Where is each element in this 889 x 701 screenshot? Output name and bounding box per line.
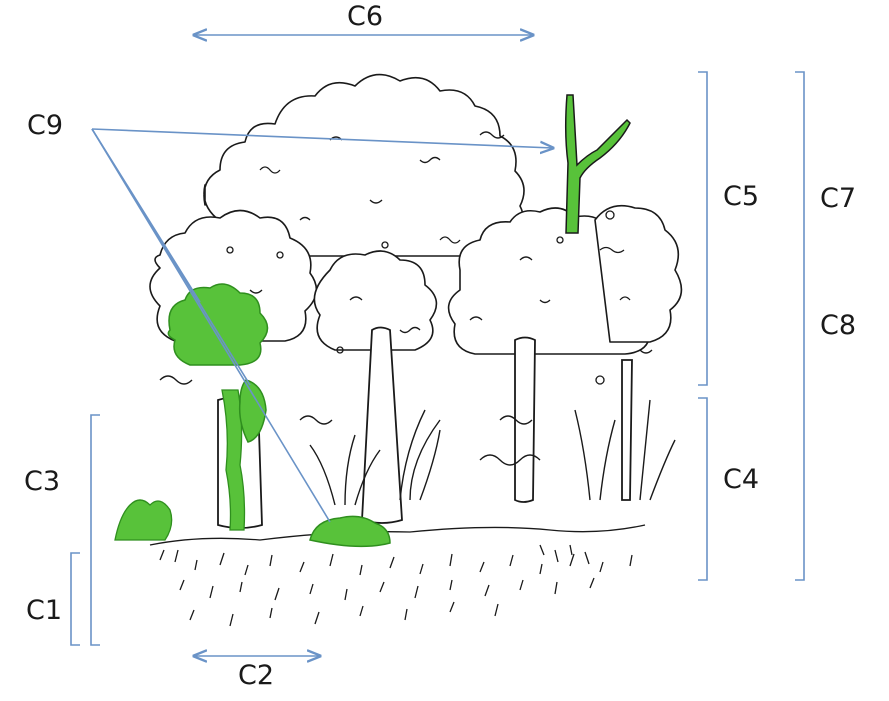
ground-layer	[149, 524, 646, 627]
label-c8: C8	[820, 310, 857, 341]
far-right-trunk	[621, 359, 633, 501]
c7-c8-bracket	[795, 71, 805, 581]
c5-bracket	[698, 71, 708, 386]
highlighted-elements	[114, 94, 631, 548]
canopy-layer	[149, 73, 683, 355]
annotations	[70, 35, 805, 656]
label-c9: C9	[27, 110, 64, 141]
label-c2: C2	[238, 660, 275, 691]
label-c5: C5	[723, 181, 760, 212]
label-c6: C6	[347, 1, 384, 32]
climbing-liana	[221, 389, 246, 531]
c1-bracket	[70, 552, 80, 646]
c9-pointer-snag	[91, 128, 553, 148]
epiphyte-cluster	[167, 283, 269, 366]
label-c1: C1	[26, 595, 63, 626]
label-c3: C3	[24, 466, 61, 497]
c9-pointer-moss	[91, 128, 331, 523]
trunk-epiphyte	[238, 379, 267, 443]
far-right-crown	[594, 204, 683, 343]
c4-bracket	[698, 397, 708, 581]
dead-snag	[564, 94, 631, 234]
c3-bracket	[90, 414, 100, 646]
understory-layer	[159, 375, 676, 506]
middle-crown	[313, 250, 438, 351]
label-c4: C4	[723, 464, 760, 495]
right-trunk	[514, 336, 536, 503]
seedling-cluster	[114, 499, 173, 541]
trunks	[217, 326, 633, 529]
central-trunk	[361, 326, 403, 524]
label-c7: C7	[820, 183, 857, 214]
